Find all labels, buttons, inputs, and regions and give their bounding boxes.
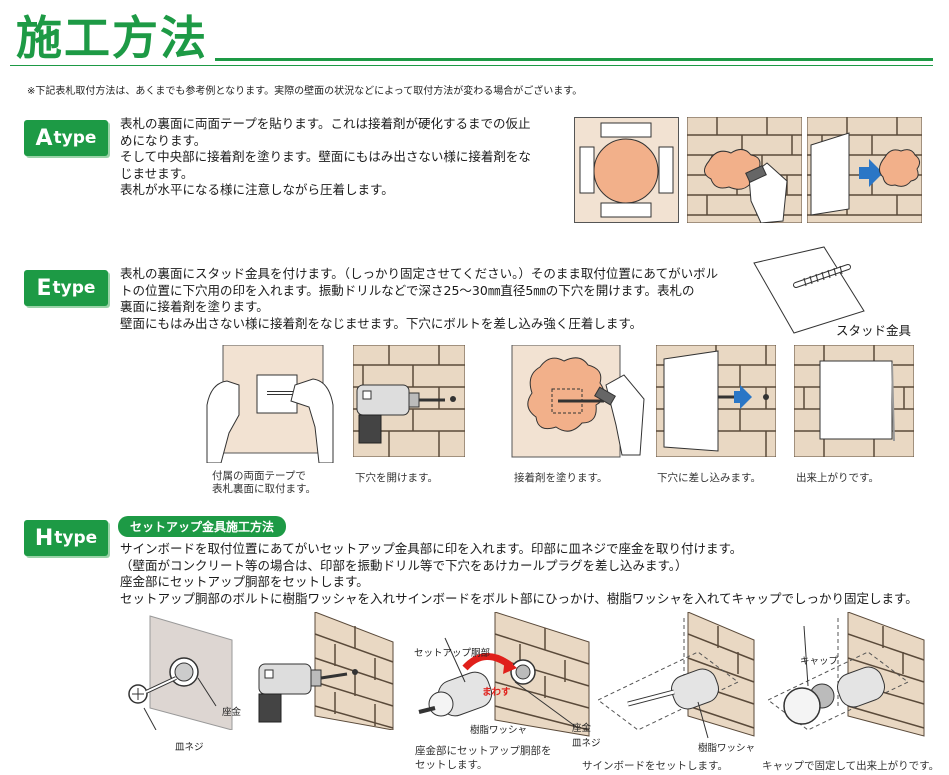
e-caption-4: 下穴に差し込みます。 [657, 472, 761, 484]
label-mawasu: まわす [482, 687, 511, 698]
h-type-line: 座金部にセットアップ胴部をセットします。 [120, 574, 369, 589]
title-rule-thick [215, 58, 933, 61]
e-type-badge: E type [24, 270, 108, 306]
h-caption-1: 座金部にセットアップ胴部を セットします。 [415, 745, 552, 771]
a-step3-illustration [807, 117, 922, 223]
stud-label: スタッド金具 [836, 323, 912, 338]
h-type-badge-letter: H [34, 525, 54, 551]
h-type-badge-suffix: type [54, 528, 98, 548]
a-type-line: 表札の裏面に両面テープを貼ります。これは接着剤が硬化するまでの仮止 [120, 116, 531, 131]
label-jushi-washer-1: 樹脂ワッシャ [470, 725, 528, 736]
h-type-line: サインボードを取付位置にあてがいセットアップ金具部に印を入れます。印部に皿ネジで… [120, 541, 743, 556]
label-jushi-washer-2: 樹脂ワッシャ [698, 743, 756, 754]
e-step5-illustration [794, 345, 914, 457]
label-zagane: 座金 [222, 707, 242, 718]
e-step1-illustration [205, 345, 335, 463]
label-dobu: セットアップ胴部 [414, 648, 491, 659]
h-type-subtitle: セットアップ金具施工方法 [118, 516, 287, 537]
label-saraneji: 皿ネジ [175, 742, 204, 753]
e-type-badge-suffix: type [52, 278, 96, 298]
h-caption-2: サインボードをセットします。 [582, 760, 728, 772]
a-type-text: 表札の裏面に両面テープを貼ります。これは接着剤が硬化するまでの仮止 めになります… [120, 116, 565, 199]
e-type-line: トの位置に下穴用の印を入れます。振動ドリルなどで深さ25～30㎜直径5㎜の下穴を… [120, 282, 695, 298]
h-step3-illustration [405, 612, 595, 742]
a-type-line: めになります。 [120, 132, 207, 148]
e-step2-illustration [353, 345, 465, 457]
e-caption-5: 出来上がりです。 [796, 472, 879, 484]
h-type-line: （壁面がコンクリート等の場合は、印部を振動ドリル等で下穴をあけカールプラグを差し… [120, 557, 688, 573]
a-type-badge-suffix: type [53, 128, 97, 148]
e-type-line: 裏面に接着剤を塗ります。 [120, 299, 269, 314]
a-type-line: そして中央部に接着剤を塗ります。壁面にもはみ出さない様に接着剤をな [120, 149, 531, 164]
a-type-line: 表札が水平になる様に注意しながら圧着します。 [120, 182, 394, 197]
e-caption-1: 付属の両面テープで 表札裏面に取付ます。 [212, 470, 316, 495]
e-step3-illustration [510, 345, 646, 463]
disclaimer-note: ※下記表札取付方法は、あくまでも参考例となります。実際の壁面の状況などによって取… [27, 86, 583, 97]
a-step1-illustration [574, 117, 679, 223]
e-type-line: 表札の裏面にスタッド金具を付けます。（しっかり固定させてください。）そのまま取付… [120, 266, 719, 281]
label-zagane-2: 座金 [572, 723, 592, 734]
e-step4-illustration [656, 345, 776, 457]
label-saraneji-2: 皿ネジ [572, 738, 601, 749]
e-type-text: 表札の裏面にスタッド金具を付けます。（しっかり固定させてください。）そのまま取付… [120, 266, 760, 332]
h-step2-illustration [255, 612, 395, 730]
page-title: 施工方法 [16, 11, 208, 65]
e-type-badge-letter: E [36, 275, 52, 301]
a-type-badge: A type [24, 120, 108, 156]
e-type-line: 壁面にもはみ出さない様に接着剤をなじませます。下穴にボルトを差し込み強く圧着しま… [120, 315, 643, 331]
a-type-line: じませます。 [120, 165, 194, 181]
h-step5-illustration [768, 612, 928, 742]
h-type-line: セットアップ胴部のボルトに樹脂ワッシャを入れサインボードをボルト部にひっかけ、樹… [120, 590, 918, 606]
a-step2-illustration [687, 117, 802, 223]
h-caption-3: キャップで固定して出来上がりです。 [762, 760, 940, 772]
e-caption-3: 接着剤を塗ります。 [514, 472, 608, 484]
title-rule-thin [10, 65, 933, 66]
stud-fitting-illustration [752, 245, 867, 337]
h-type-badge: H type [24, 520, 108, 556]
e-caption-2: 下穴を開けます。 [355, 472, 438, 484]
label-cap: キャップ [800, 656, 839, 667]
h-step1-illustration [120, 612, 250, 730]
h-step4-illustration [598, 612, 758, 742]
a-type-badge-letter: A [35, 125, 53, 151]
h-type-text: サインボードを取付位置にあてがいセットアップ金具部に印を入れます。印部に皿ネジで… [120, 541, 935, 607]
